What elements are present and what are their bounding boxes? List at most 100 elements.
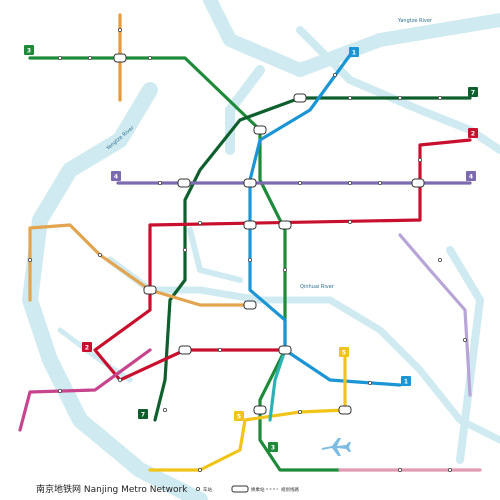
station[interactable] bbox=[297, 409, 302, 414]
transfer-station[interactable] bbox=[143, 285, 157, 295]
line-badge-bg bbox=[268, 442, 278, 452]
line-badge[interactable]: 1 bbox=[349, 47, 359, 57]
legend: 车站 换乘站 规划线路 bbox=[195, 485, 299, 493]
station[interactable] bbox=[197, 220, 202, 225]
rivers bbox=[22, 0, 500, 500]
transfer-station[interactable] bbox=[278, 345, 292, 355]
station[interactable] bbox=[332, 73, 337, 78]
line-badge-label: 1 bbox=[352, 50, 356, 57]
transfer-station[interactable] bbox=[243, 220, 257, 230]
yangtze-river-label-top: Yangtze River bbox=[397, 18, 433, 24]
station[interactable] bbox=[397, 467, 402, 472]
station[interactable] bbox=[197, 467, 202, 472]
station[interactable] bbox=[367, 380, 372, 385]
station[interactable] bbox=[162, 407, 167, 412]
line-2-route[interactable] bbox=[93, 138, 472, 382]
station[interactable] bbox=[347, 219, 352, 224]
line-badge[interactable]: 2 bbox=[82, 342, 92, 352]
line-badge-label: 1 bbox=[404, 379, 408, 386]
transfer-station[interactable] bbox=[338, 405, 352, 415]
line-badge-bg bbox=[82, 342, 92, 352]
station[interactable] bbox=[58, 388, 63, 393]
legend-transfer-label: 换乘站 bbox=[251, 486, 265, 493]
line-badge[interactable]: 5 bbox=[339, 347, 349, 357]
station[interactable] bbox=[118, 377, 123, 382]
line-badge[interactable]: 7 bbox=[468, 87, 478, 97]
station[interactable] bbox=[182, 247, 187, 252]
stations bbox=[27, 27, 467, 472]
line-3-route[interactable] bbox=[28, 56, 342, 472]
station[interactable] bbox=[58, 56, 63, 61]
line-badge-label: 7 bbox=[471, 90, 475, 97]
map-title: 南京地铁网 Nanjing Metro Network bbox=[36, 483, 188, 495]
station[interactable] bbox=[88, 56, 93, 61]
line-1-route[interactable] bbox=[248, 53, 402, 387]
transfer-station[interactable] bbox=[253, 125, 267, 135]
line-s3-route[interactable] bbox=[18, 348, 152, 432]
line-badge-bg bbox=[466, 171, 476, 181]
station[interactable] bbox=[347, 180, 352, 185]
transfer-station[interactable] bbox=[253, 405, 267, 415]
line-7-route[interactable] bbox=[153, 96, 472, 422]
transfer-stations bbox=[113, 53, 425, 415]
line-badge-bg bbox=[111, 171, 121, 181]
station[interactable] bbox=[437, 96, 442, 101]
transfer-station[interactable] bbox=[113, 53, 127, 63]
transfer-station[interactable] bbox=[243, 178, 257, 188]
line-s1-route[interactable] bbox=[268, 348, 287, 422]
station[interactable] bbox=[157, 180, 162, 185]
line-badge-bg bbox=[138, 409, 148, 419]
station[interactable] bbox=[447, 467, 452, 472]
line-badge[interactable]: 7 bbox=[138, 409, 148, 419]
station[interactable] bbox=[347, 96, 352, 101]
line-badge-label: 2 bbox=[471, 131, 475, 138]
line-badge-bg bbox=[339, 347, 349, 357]
line-badge-label: 4 bbox=[469, 174, 473, 181]
line-badge[interactable]: 1 bbox=[401, 376, 411, 386]
transfer-station[interactable] bbox=[178, 345, 192, 355]
line-badge-label: 5 bbox=[237, 414, 241, 421]
line-badge-bg bbox=[234, 411, 244, 421]
station[interactable] bbox=[462, 337, 467, 342]
line-badge-label: 7 bbox=[141, 412, 145, 419]
line-badge-label: 4 bbox=[114, 174, 118, 181]
line-badge-label: 2 bbox=[85, 345, 89, 352]
station[interactable] bbox=[98, 252, 103, 257]
legend-transfer-symbol bbox=[231, 485, 249, 493]
line-badge[interactable]: 4 bbox=[111, 171, 121, 181]
line-badge[interactable]: 3 bbox=[24, 45, 34, 55]
line-badge-bg bbox=[468, 87, 478, 97]
line-badge-label: 3 bbox=[27, 48, 31, 55]
line-badge[interactable]: 5 bbox=[234, 411, 244, 421]
line-badge-bg bbox=[468, 128, 478, 138]
transfer-station[interactable] bbox=[411, 178, 425, 188]
station[interactable] bbox=[377, 180, 382, 185]
transfer-station[interactable] bbox=[243, 300, 257, 310]
station[interactable] bbox=[217, 347, 222, 352]
station[interactable] bbox=[437, 257, 442, 262]
qinhuai-river-label: Qinhuai River bbox=[300, 284, 335, 290]
line-s6-route[interactable] bbox=[398, 233, 472, 397]
station[interactable] bbox=[118, 27, 123, 32]
station[interactable] bbox=[397, 96, 402, 101]
line-badge-label: 5 bbox=[342, 350, 346, 357]
station[interactable] bbox=[147, 56, 152, 61]
station[interactable] bbox=[27, 257, 32, 262]
transfer-station[interactable] bbox=[177, 178, 191, 188]
line-badge-label: 3 bbox=[271, 445, 275, 452]
transfer-station[interactable] bbox=[293, 93, 307, 103]
legend-station-label: 车站 bbox=[203, 486, 212, 493]
transfer-station[interactable] bbox=[278, 220, 292, 230]
line-badge[interactable]: 3 bbox=[268, 442, 278, 452]
station[interactable] bbox=[297, 180, 302, 185]
line-badge-bg bbox=[401, 376, 411, 386]
station[interactable] bbox=[417, 157, 422, 162]
line-badge[interactable]: 4 bbox=[466, 171, 476, 181]
airplane-icon bbox=[322, 438, 351, 456]
line-badge[interactable]: 2 bbox=[468, 128, 478, 138]
station[interactable] bbox=[247, 257, 252, 262]
station[interactable] bbox=[282, 267, 287, 272]
line-badges: 3 1 7 2 4 4 2 5 bbox=[24, 45, 478, 452]
line-badge-bg bbox=[24, 45, 34, 55]
